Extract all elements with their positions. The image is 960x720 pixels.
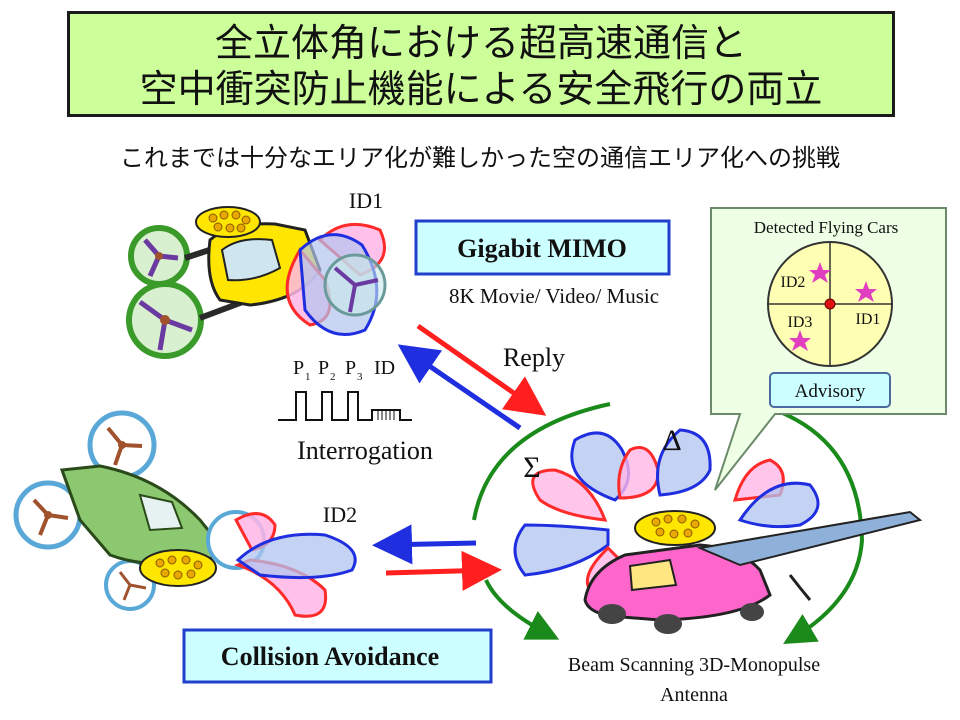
- media-label: 8K Movie/ Video/ Music: [449, 284, 659, 308]
- pulse-labels: P 1 P 2 P 3 ID: [293, 357, 395, 383]
- svg-text:P: P: [318, 357, 329, 379]
- rotor-icon: [128, 225, 190, 287]
- gigabit-mimo-box: [414, 219, 671, 276]
- radar-heading: Detected Flying Cars: [754, 218, 898, 237]
- fan-disc-icon: [195, 206, 261, 238]
- pulse-id-bits: [377, 410, 395, 420]
- title-box: 全立体角における超高速通信と 空中衝突防止機能による安全飛行の両立: [67, 11, 895, 117]
- beam-lobes-id2: [233, 512, 357, 618]
- id2-arrow-blue: [372, 524, 477, 565]
- svg-text:P: P: [345, 357, 356, 379]
- target-star-icon: [789, 330, 811, 351]
- antenna-caption-line-2: Antenna: [660, 684, 728, 706]
- svg-text:P: P: [293, 357, 304, 379]
- scan-arc-left-top: [472, 402, 611, 521]
- target-star-icon: [809, 262, 831, 283]
- id2-arrow-red: [385, 550, 502, 591]
- rotor-icon: [126, 281, 204, 359]
- antenna-vehicle: [472, 402, 923, 645]
- radar-target-id2: ID2: [781, 274, 806, 291]
- title-line-1: 全立体角における超高速通信と: [214, 21, 747, 65]
- delta-label: Δ: [662, 424, 681, 457]
- reply-arrow-red: [416, 323, 547, 416]
- advisory-label: Advisory: [795, 381, 866, 402]
- interrogation-arrow-blue: [397, 344, 522, 431]
- advisory-box: [769, 372, 891, 408]
- radar-callout: Detected Flying Cars ID2 ID3 ID1 Advisor…: [710, 207, 947, 491]
- svg-text:ID: ID: [374, 357, 395, 379]
- radar-target-id3: ID3: [788, 314, 813, 331]
- sigma-label: Σ: [523, 451, 540, 484]
- title-line-2: 空中衝突防止機能による安全飛行の両立: [139, 67, 823, 111]
- antenna-caption-line-1: Beam Scanning 3D-Monopulse: [568, 654, 820, 676]
- pulse-train: [278, 391, 412, 421]
- svg-text:2: 2: [330, 371, 336, 383]
- fan-disc-icon: [634, 510, 716, 546]
- id1-label: ID1: [349, 188, 383, 213]
- interrogation-label: Interrogation: [297, 436, 433, 465]
- target-star-icon: [855, 281, 877, 302]
- drone-id1: [126, 206, 387, 359]
- subtitle: これまでは十分なエリア化が難しかった空の通信エリア化への挑戦: [120, 144, 840, 172]
- scan-arc-left-bottom: [484, 579, 560, 640]
- gigabit-mimo-label: Gigabit MIMO: [457, 234, 627, 263]
- drone-id2: [13, 410, 357, 618]
- radar-target-id1: ID1: [856, 311, 881, 328]
- collision-avoidance-box: [182, 628, 493, 684]
- scan-arc-right: [769, 406, 865, 645]
- id2-label: ID2: [323, 502, 357, 527]
- svg-text:1: 1: [305, 371, 311, 383]
- svg-text:3: 3: [357, 371, 363, 383]
- fan-disc-icon: [139, 549, 217, 587]
- reply-label: Reply: [503, 343, 565, 372]
- beam-lobes-id1: [285, 222, 387, 336]
- own-position-dot: [824, 298, 836, 310]
- collision-avoidance-label: Collision Avoidance: [221, 642, 439, 671]
